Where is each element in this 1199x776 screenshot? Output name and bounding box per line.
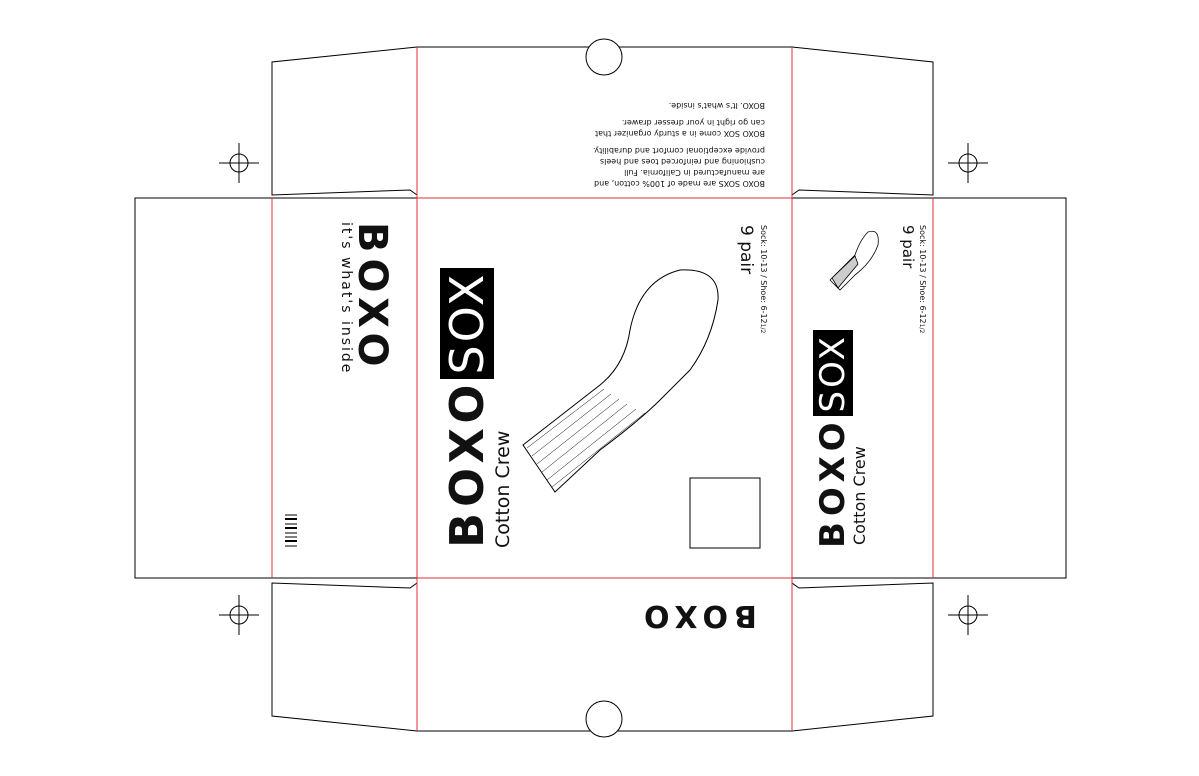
copy-line: are manufactured in California. Full: [624, 168, 765, 177]
tagline: it's what's inside: [338, 222, 354, 375]
side-pair-count: 9 pair: [899, 225, 917, 269]
barcode: [285, 514, 297, 547]
copy-line: BOXO SOX come in a sturdy organizer that: [594, 129, 765, 138]
copy-line: BOXO SOXS are made of 100% cotton, and: [594, 179, 765, 188]
logo-boxo: BOXO: [813, 416, 853, 548]
side-variant-label: Cotton Crew: [850, 446, 869, 545]
copy-line: cushioning and reinforced toes and heels: [599, 157, 765, 166]
logo-boxo: BOXO: [440, 378, 494, 548]
side-main-logo: BOXOSOX: [813, 330, 853, 548]
side-size-info: Sock: 10-13 / Shoe: 6-121/2: [918, 225, 927, 333]
size-info: Sock: 10-13 / Shoe: 6-121/2: [759, 225, 768, 333]
top-flap-copy: BOXO SOXS are made of 100% cotton, and a…: [592, 100, 765, 189]
size-text: Sock: 10-13 / Shoe: 6-12: [759, 225, 768, 324]
size-fraction: 1/2: [918, 323, 925, 334]
registration-marks: [219, 143, 988, 635]
side-logo: BOXO: [349, 222, 395, 373]
size-text: Sock: 10-13 / Shoe: 6-12: [918, 225, 927, 324]
pair-count: 9 pair: [736, 225, 756, 275]
main-logo: BOXOSOX: [440, 267, 494, 548]
sock-illustration: [522, 269, 719, 493]
logo-sox: SOX: [440, 267, 494, 379]
variant-label: Cotton Crew: [492, 430, 514, 548]
copy-line: BOXO. It's what's inside.: [668, 101, 765, 110]
copy-line: can go right in your dresser drawer.: [621, 118, 765, 127]
bottom-flap-logo: BOXO: [638, 598, 757, 633]
cut-lines: [134, 38, 1067, 738]
logo-sox: SOX: [813, 330, 853, 417]
size-fraction: 1/2: [759, 323, 766, 334]
copy-line: provide exceptional comfort and durabili…: [592, 146, 765, 155]
small-sock-illustration: [829, 230, 879, 291]
fold-lines: [271, 47, 934, 731]
